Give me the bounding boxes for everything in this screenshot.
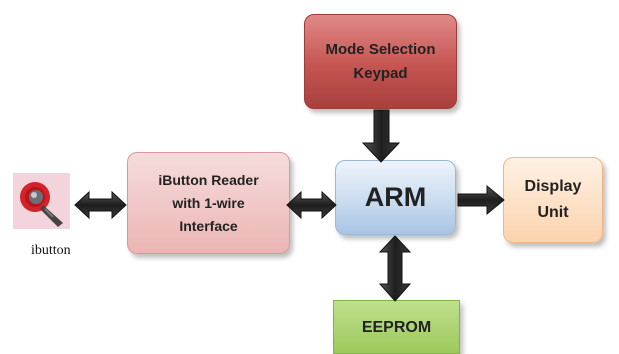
reader-arm-double-arrow (286, 190, 337, 220)
arm-label: ARM (364, 182, 427, 212)
reader-line3: Interface (179, 217, 238, 234)
display-line1: Display (524, 178, 582, 195)
mode-selection-keypad-block: Mode Selection Keypad (304, 14, 457, 109)
arm-eeprom-double-arrow (378, 235, 412, 302)
ibutton-reader-block: iButton Reader with 1-wire Interface (127, 152, 290, 254)
ibutton-label: ibutton (31, 243, 71, 258)
mode-selection-line1: Mode Selection (325, 40, 436, 58)
reader-line2: with 1-wire (172, 194, 245, 211)
arm-block: ARM (335, 160, 456, 235)
reader-line1: iButton Reader (158, 171, 259, 188)
arm-display-arrow (457, 184, 505, 216)
eeprom-label: EEPROM (361, 319, 432, 336)
keypad-arm-arrow (361, 109, 401, 163)
ibutton-key-fob-icon (13, 173, 70, 229)
ibutton-reader-double-arrow (74, 190, 127, 220)
display-line2: Unit (537, 204, 569, 221)
mode-selection-line2: Keypad (353, 64, 408, 82)
